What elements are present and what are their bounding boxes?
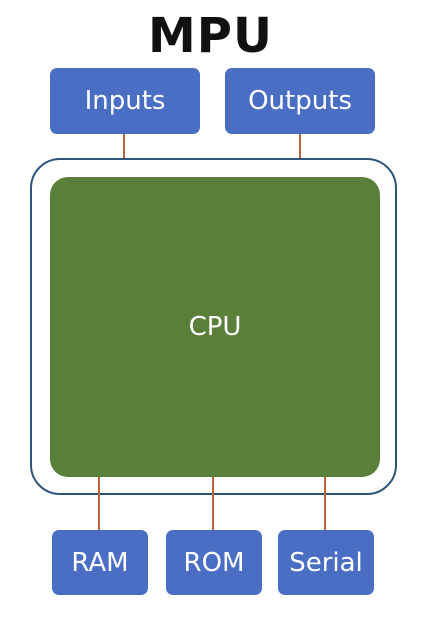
outputs-block: Outputs — [225, 68, 375, 134]
serial-connector — [324, 477, 326, 530]
cpu-label: CPU — [188, 312, 242, 342]
cpu-block: CPU — [50, 177, 380, 477]
inputs-block: Inputs — [50, 68, 200, 134]
rom-connector — [212, 477, 214, 530]
inputs-connector — [123, 134, 125, 178]
rom-block: ROM — [166, 530, 262, 595]
serial-block: Serial — [278, 530, 374, 595]
ram-block: RAM — [52, 530, 148, 595]
outputs-connector — [299, 134, 301, 178]
ram-connector — [98, 477, 100, 530]
diagram-title: MPU — [148, 8, 273, 64]
